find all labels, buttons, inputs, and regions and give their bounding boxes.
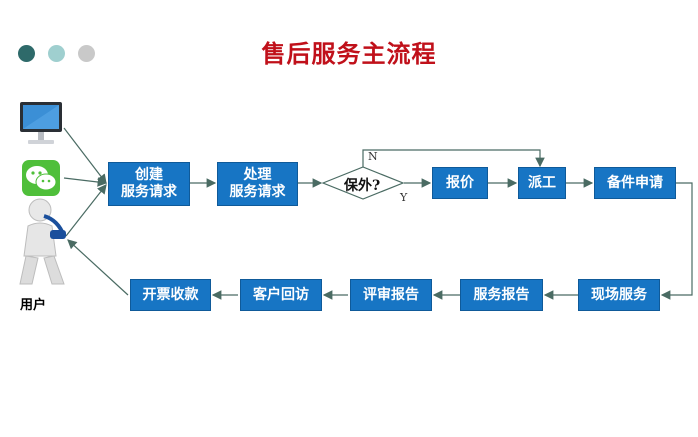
step-review-report: 评审报告: [350, 279, 432, 311]
decor-dot-3: [78, 45, 95, 62]
page-title: 售后服务主流程: [261, 39, 437, 68]
decor-dot-1: [18, 45, 35, 62]
monitor-icon: [20, 102, 62, 144]
step-parts-request: 备件申请: [594, 167, 676, 199]
decor-dot-2: [48, 45, 65, 62]
step-service-report: 服务报告: [460, 279, 543, 311]
step-process-line2: 服务请求: [229, 184, 286, 200]
step-process-request: 处理 服务请求: [217, 162, 298, 206]
decision-yes-label: Y: [400, 191, 408, 204]
user-label: 用户: [20, 298, 47, 313]
step-create-line1: 创建: [135, 167, 163, 183]
step-create-line2: 服务请求: [121, 184, 177, 200]
step-create-request: 创建 服务请求: [108, 162, 190, 206]
step-customer-visit: 客户回访: [240, 279, 322, 311]
decision-label: 保外?: [344, 178, 381, 194]
phone-user-icon: [19, 198, 66, 285]
step-quote: 报价: [432, 167, 488, 199]
step-invoice-payment: 开票收款: [130, 279, 211, 311]
step-dispatch: 派工: [518, 167, 566, 199]
step-process-line1: 处理: [243, 167, 272, 183]
wechat-icon: [22, 160, 60, 196]
decision-no-label: N: [368, 150, 378, 163]
step-onsite-service: 现场服务: [578, 279, 660, 311]
decision-diamond: [321, 166, 405, 200]
